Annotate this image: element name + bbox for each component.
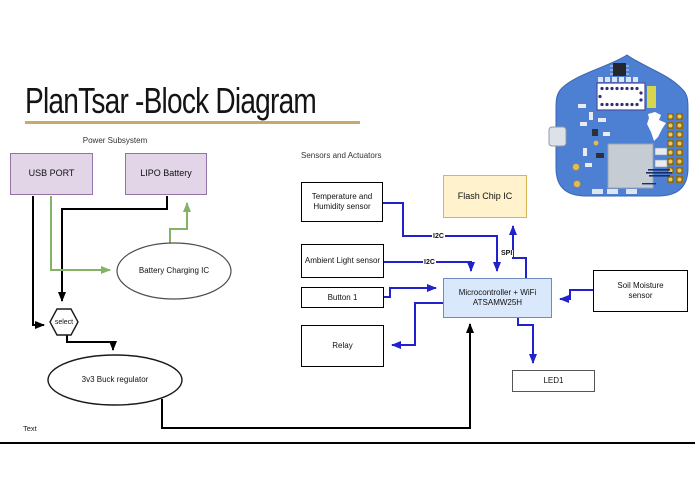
pcb-chip-pins bbox=[610, 65, 629, 75]
wire-microcontroller-spi-to-flash bbox=[509, 225, 527, 278]
section-label-sensors-actuators: Sensors and Actuators bbox=[301, 151, 382, 160]
pcb-socket-dots bbox=[598, 86, 643, 107]
pcb-rf-shield bbox=[607, 143, 654, 189]
pcb-header-pins bbox=[667, 113, 683, 183]
pcb-photo bbox=[548, 54, 689, 197]
block-temperature-humidity-sensor: Temperature and Humidity sensor bbox=[301, 182, 383, 222]
wire-charger-to-lipo bbox=[169, 202, 191, 245]
pcb-dip-socket bbox=[596, 82, 646, 111]
pcb-small-components bbox=[572, 104, 668, 194]
block-soil-moisture-sensor: Soil Moisture sensor bbox=[593, 270, 688, 312]
wire-button-to-microcontroller bbox=[384, 284, 437, 298]
block-select-label: select bbox=[54, 319, 74, 326]
block-usb-port: USB PORT bbox=[10, 153, 93, 195]
wire-lipo-to-select bbox=[58, 196, 168, 302]
footer-text-placeholder: Text bbox=[23, 424, 37, 433]
select-hexagon bbox=[49, 308, 79, 336]
block-ambient-light-sensor: Ambient Light sensor bbox=[301, 244, 384, 278]
wire-microcontroller-to-relay bbox=[391, 302, 443, 349]
pcb-yellow-component bbox=[647, 86, 656, 108]
wire-ambient-i2c-to-microcontroller bbox=[384, 261, 475, 272]
block-buck-regulator-label: 3v3 Buck regulator bbox=[81, 375, 149, 384]
wire-select-to-buck bbox=[66, 335, 117, 351]
wire-buck-to-microcontroller bbox=[161, 323, 474, 429]
wire-temp-i2c-to-microcontroller bbox=[383, 202, 501, 272]
page-title: PlanTsar -Block Diagram bbox=[25, 80, 317, 121]
pcb-usb-connector bbox=[548, 126, 567, 147]
bus-label-i2c-temp: I2C bbox=[432, 233, 445, 240]
slide-bottom-rule bbox=[0, 442, 695, 444]
title-underline bbox=[25, 121, 360, 124]
wire-usbport-to-select bbox=[32, 196, 45, 329]
wire-usbport-to-charger bbox=[50, 196, 111, 274]
pcb-footprint-row bbox=[598, 77, 638, 82]
microcontroller-line1: Microcontroller + WiFi bbox=[458, 288, 537, 297]
wire-microcontroller-to-led1 bbox=[517, 318, 537, 364]
block-relay: Relay bbox=[301, 325, 384, 367]
block-lipo-battery: LIPO Battery bbox=[125, 153, 207, 195]
block-led1: LED1 bbox=[512, 370, 595, 392]
block-button1: Button 1 bbox=[301, 287, 384, 308]
battery-charging-ic-ellipse bbox=[116, 242, 232, 300]
pcb-top-chip bbox=[613, 63, 626, 76]
microcontroller-line2: ATSAMW25H bbox=[472, 298, 523, 307]
buck-regulator-ellipse bbox=[47, 354, 183, 406]
wire-soil-to-microcontroller bbox=[559, 289, 593, 303]
pcb-silkscreen-text bbox=[642, 169, 672, 185]
pcb-india-map bbox=[647, 112, 666, 141]
section-label-power-subsystem: Power Subsystem bbox=[82, 136, 148, 145]
bus-label-spi: SPI bbox=[500, 250, 514, 257]
bus-label-i2c-ambient: I2C bbox=[423, 259, 436, 266]
block-flash-chip-ic: Flash Chip IC bbox=[443, 175, 527, 218]
block-battery-charging-ic-label: Battery Charging IC bbox=[138, 266, 210, 275]
block-microcontroller: Microcontroller + WiFi ATSAMW25H bbox=[443, 278, 552, 318]
